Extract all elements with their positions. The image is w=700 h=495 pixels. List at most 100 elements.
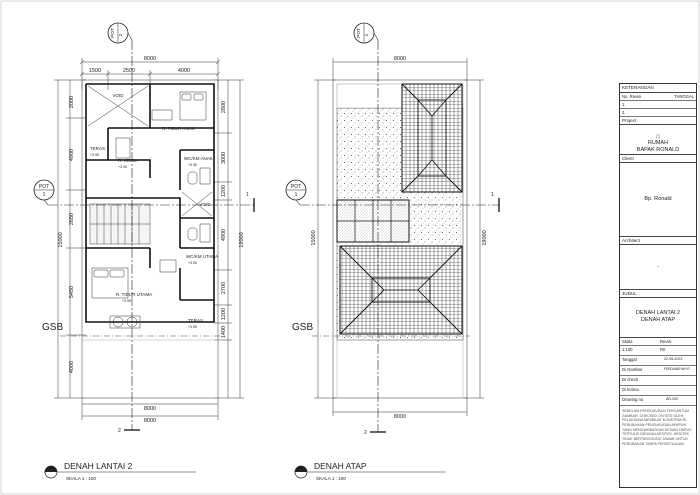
plan2-pot1-num: 1 xyxy=(43,192,46,198)
plan2-dim-left-3: 2650 xyxy=(69,213,75,225)
plan2-left-dimensions xyxy=(54,79,86,399)
plan2-dim-left-4: 5450 xyxy=(69,286,75,298)
roof-dim-bottom: 8000 xyxy=(394,414,406,420)
tb-tanggal-header: TANGGAL xyxy=(674,94,694,99)
roof-scale: SKALA 1 : 100 xyxy=(316,476,346,481)
plan2-cut-2-label: 2 xyxy=(118,428,121,434)
plan2-walls xyxy=(85,83,215,323)
roof-bottom-dimensions xyxy=(332,398,468,416)
plan2-front-yard xyxy=(81,339,219,399)
tb-dicheck-label: Di check xyxy=(622,377,639,382)
plan2-pot2-marker xyxy=(107,22,133,44)
roof-title: DENAH ATAP xyxy=(314,461,367,471)
tb-judul-line2: DENAH ATAP xyxy=(640,316,676,323)
tb-judul-line1: DENAH LANTAI 2 xyxy=(635,310,681,316)
tb-project-label: Project xyxy=(620,117,696,125)
tb-dicheck-row: Di check xyxy=(620,376,696,386)
room-tidur-utama-level: +3.95 xyxy=(122,299,131,303)
roof-pot2-num: 2 xyxy=(364,33,369,36)
roof-left-dimensions xyxy=(314,79,336,399)
tb-skala-label: Skala xyxy=(622,339,633,344)
plan2-dim-bottom-b: 8000 xyxy=(144,418,156,424)
roof-skylight xyxy=(336,199,410,243)
room-teras-upper: TERAS xyxy=(90,146,105,151)
room-void-top: VOID xyxy=(112,93,124,98)
plan2-pot2-text: POT xyxy=(110,28,115,38)
plan2-pot1-text: POT xyxy=(39,184,49,190)
plan2-pot2-num: 2 xyxy=(118,33,123,36)
room-teras-lower-level: +3.95 xyxy=(188,325,197,329)
plan2-dim-right-5: 2700 xyxy=(221,282,227,294)
roof-pot2-marker xyxy=(353,22,379,44)
tb-digambar-row: Di Gambar FERDIANSYAH R xyxy=(620,366,696,376)
plan2-dim-right-7: 1400 xyxy=(221,326,227,338)
tb-keterangan: KETERANGAN xyxy=(620,84,696,93)
tb-client-label: Client xyxy=(620,155,696,163)
room-wc-utama: WC/KM UTAMA xyxy=(186,254,218,259)
tb-judul-label: JUDUL xyxy=(620,290,696,298)
tb-skala-value: 1:100 xyxy=(622,347,633,352)
plan2-title: DENAH LANTAI 2 xyxy=(64,461,133,471)
room-teras-upper-level: +3.95 xyxy=(90,153,99,157)
tb-judul-box: DENAH LANTAI 2 DENAH ATAP xyxy=(620,298,696,338)
plan2-void-mid xyxy=(181,191,213,217)
roof-gsb-label: GSB xyxy=(292,322,313,333)
plan2-dim-bottom-a: 8000 xyxy=(144,406,156,412)
tb-client-value: Bp. Ronald xyxy=(620,163,696,237)
tb-rev1: 1. xyxy=(622,102,626,107)
roof-pot1-text: POT xyxy=(291,184,301,190)
floor-plan-lantai-2: 8000 1500 2500 4000 2000 4900 2650 5450 … xyxy=(33,22,255,481)
room-tidur-anak: R. TIDUR ANAK xyxy=(162,126,195,131)
room-kerja: R. KERJA xyxy=(118,158,138,163)
room-wc-anak-level: +3.95 xyxy=(188,163,197,167)
tb-revisi-value: R0 xyxy=(660,347,666,352)
roof-dim-right: 19000 xyxy=(482,230,488,245)
tb-project-line2: BAPAK RONALD xyxy=(636,146,680,153)
tb-drawing-no-row: Drawing no AR-002 xyxy=(620,396,696,406)
roof-dim-top: 8000 xyxy=(394,56,406,62)
roof-pot1-marker xyxy=(285,179,307,206)
plan2-dim-top-1: 1500 xyxy=(89,68,101,74)
plan2-dim-right-1: 2800 xyxy=(221,101,227,113)
roof-dim-left: 15000 xyxy=(311,230,317,245)
plan2-dim-right-6: 1200 xyxy=(221,308,227,320)
tb-rev2: 2. xyxy=(622,110,626,115)
tb-project-box: ⌂ RUMAH BAPAK RONALD xyxy=(620,125,696,155)
plan2-dim-left-2: 4900 xyxy=(69,149,75,161)
plan2-void-top xyxy=(87,85,149,127)
plan2-dim-right-3: 1200 xyxy=(221,185,227,197)
tb-skala-value-row: 1:100 R0 xyxy=(620,346,696,356)
tb-drawing-no-label: Drawing no xyxy=(622,397,644,402)
tb-rev-row-1: 1. xyxy=(620,101,696,109)
title-block: KETERANGAN No. Revisi TANGGAL 1. 2. Proj… xyxy=(619,83,697,488)
plan2-gsb-label: GSB xyxy=(42,322,63,333)
tb-project-logo-icon: ⌂ xyxy=(655,133,661,140)
tb-notes: SEBELUM PENGUKURAN TERCANTUM GAMBAR. CHE… xyxy=(622,409,692,446)
roof-front-yard xyxy=(336,339,464,399)
plan2-dim-top-3: 4000 xyxy=(178,68,190,74)
room-tidur-utama: R. TIDUR UTAMA xyxy=(116,292,152,297)
roof-title-symbol xyxy=(294,465,308,479)
roof-upper-hip xyxy=(401,83,463,193)
tb-architect-value: - xyxy=(620,245,696,290)
room-kerja-level: +3.95 xyxy=(118,165,127,169)
plan2-dim-left-1: 2000 xyxy=(69,96,75,108)
tb-no-revisi: No. Revisi xyxy=(622,94,642,99)
tb-tanggal-row: Tanggal 22-05-2023 xyxy=(620,356,696,366)
tb-project-line1: RUMAH xyxy=(647,140,669,146)
plan2-dim-left-5: 4000 xyxy=(69,361,75,373)
plan2-title-symbol xyxy=(44,465,58,479)
tb-digambar-label: Di Gambar xyxy=(622,367,643,372)
plan2-cut-1-label: 1 xyxy=(246,192,249,198)
plan2-dim-top-2: 2500 xyxy=(123,68,135,74)
tb-rev-row-2: 2. xyxy=(620,109,696,117)
roof-pot2-text: POT xyxy=(356,28,361,38)
roof-lower-hip xyxy=(339,245,463,335)
tb-diterima-label: Di terima xyxy=(622,387,639,392)
plan2-stair xyxy=(89,203,151,245)
tb-revisi-label: Revisi xyxy=(660,339,672,344)
tb-tanggal-value: 22-05-2023 xyxy=(664,357,683,361)
roof-right-dimensions xyxy=(464,79,484,399)
tb-tanggal-label: Tanggal xyxy=(622,357,637,362)
